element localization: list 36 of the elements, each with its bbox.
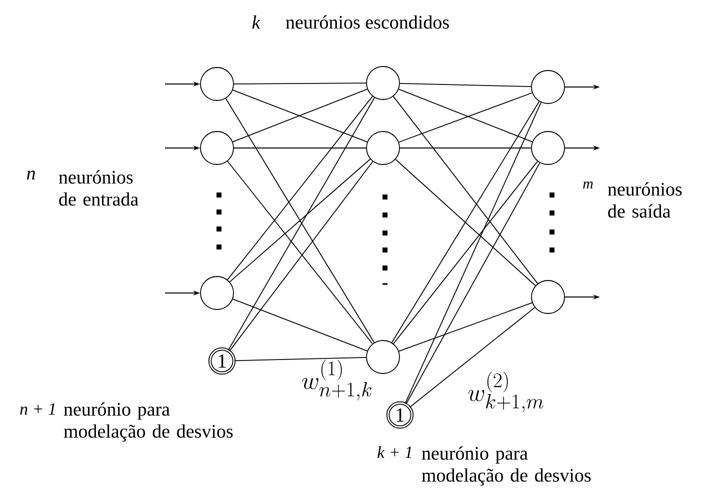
neuron-circle: [200, 67, 234, 101]
connection-line: [232, 298, 368, 352]
connection-line: [393, 160, 538, 344]
connection-line: [391, 101, 540, 343]
layer-label: neurónio para modelação de desvios: [422, 446, 591, 486]
neuron-circle: [531, 70, 565, 104]
connection-line: [398, 302, 533, 352]
connection-line: [409, 307, 536, 408]
connection-line: [406, 162, 540, 405]
neuron-circle: [531, 131, 565, 165]
connection-line: [234, 82, 366, 84]
variable-label: k + 1: [377, 446, 412, 458]
layer-label: neurónios de saída: [608, 182, 682, 218]
variable-label: n: [26, 170, 35, 180]
bias-neuron: 1: [386, 401, 414, 429]
connection-line: [404, 102, 542, 404]
weight-label: $w^{(1)}_{n+1,k}$: [302, 360, 372, 400]
variable-label: k: [252, 15, 260, 29]
neuron-circle: [531, 280, 565, 314]
weight-label: $w^{(2)}_{k+1,m}$: [468, 372, 544, 412]
variable-label: m: [583, 181, 593, 189]
connection-line: [229, 158, 371, 282]
connection-line: [400, 82, 532, 88]
connection-line: [392, 96, 538, 284]
neuron-circle: [366, 131, 400, 165]
bias-neuron: 1: [208, 347, 236, 375]
neuron-circle: [366, 66, 400, 100]
layer-label: neurónios de entrada: [58, 170, 138, 206]
connection-line: [234, 356, 366, 362]
neuron-circle: [200, 131, 234, 165]
variable-label: n + 1: [20, 403, 55, 415]
neuron-circle: [200, 276, 234, 310]
layer-label: neurónio para modelação de desvios: [64, 402, 233, 442]
connection-line: [227, 96, 373, 280]
connection-line: [395, 158, 536, 286]
layer-label: neurónios escondidos: [286, 15, 449, 29]
